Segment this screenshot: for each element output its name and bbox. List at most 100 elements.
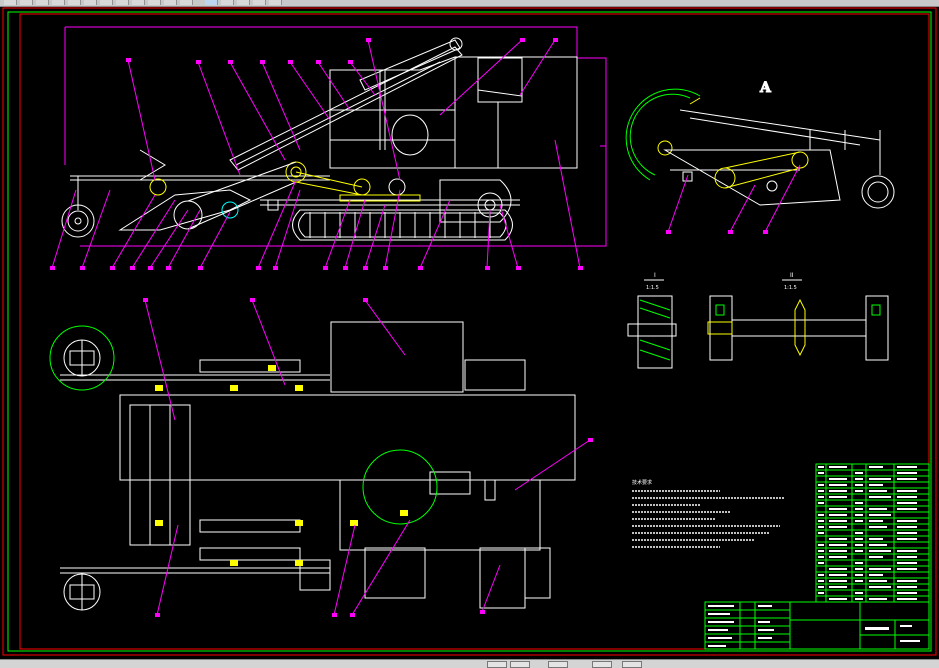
toolbar-button[interactable] [68,0,81,5]
parts-list-cell [818,496,824,498]
toolbar-button[interactable] [100,0,113,5]
parts-list-cell [818,586,824,588]
parts-list-cell [855,544,863,546]
plan-balloons [143,298,593,617]
parts-list-cell [897,568,917,570]
toolbar-button[interactable] [237,0,250,5]
parts-list-cell [855,502,863,504]
view-label-a: A [759,80,772,96]
parts-list-cell [897,598,917,600]
parts-list-cell [855,514,863,516]
section-i-label: I [654,272,656,279]
parts-list-cell [869,490,887,492]
balloon-markers [50,38,583,270]
detail-a-balloons [666,230,768,234]
parts-list-cell [829,556,847,558]
toolbar-button[interactable] [180,0,193,5]
parts-list-cell [855,592,863,594]
parts-list-cell [855,562,863,564]
parts-list-cell [869,538,883,540]
parts-list-cell [897,520,917,522]
sheet-border [2,7,937,656]
parts-list-cell [855,508,863,510]
parts-list-cell [869,586,891,588]
detail-view-a[interactable]: A [625,80,895,209]
parts-list-cell [869,496,891,498]
notes-heading: 技术要求 [632,479,652,486]
toolbar-button[interactable] [52,0,65,5]
parts-list-cell [818,502,824,504]
toolbar-button[interactable] [116,0,129,5]
parts-list-cell [829,496,847,498]
toolbar-button[interactable] [4,0,17,5]
parts-list-cell [818,472,824,474]
parts-list-cell [897,562,917,564]
parts-list-cell [855,598,863,600]
parts-list-cell [897,472,917,474]
parts-list-cell [818,556,824,558]
parts-list-cell [855,568,863,570]
technical-notes: 技术要求 [632,479,785,548]
parts-list-cell [897,538,917,540]
parts-list-cell [829,598,847,600]
toolbar-button[interactable] [253,0,266,5]
section-i-scale: 1:1.5 [646,285,659,291]
parts-list-cell [818,592,824,594]
toolbar-button[interactable] [20,0,33,5]
parts-list-cell [818,580,824,582]
title-block[interactable] [704,601,930,650]
toolbar-button[interactable] [205,0,218,5]
section-ii-scale: 1:1.5 [784,285,797,291]
parts-list-cell [818,520,824,522]
toolbar-button[interactable] [148,0,161,5]
toolbar-button[interactable] [132,0,145,5]
leader-lines [51,39,606,269]
parts-list-cell [897,556,917,558]
parts-list-cell [829,514,847,516]
parts-list-cell [829,580,847,582]
plan-leaders [144,299,591,616]
parts-list-table[interactable] [815,463,930,603]
section-ii-label: II [790,272,794,279]
parts-list-cell [869,574,883,576]
parts-list-cell [818,532,824,534]
parts-list-cell [897,592,917,594]
parts-list-cell [829,550,847,552]
parts-list-cell [869,466,883,468]
parts-list-cell [818,562,824,564]
parts-list-cell [818,514,824,516]
parts-list-cell [818,574,824,576]
parts-list-cell [855,472,863,474]
toolbar-button[interactable] [269,0,282,5]
parts-list-cell [897,466,917,468]
parts-list-cell [855,478,863,480]
toolbar-button[interactable] [36,0,49,5]
parts-list-cell [869,550,891,552]
toolbar-button[interactable] [164,0,177,5]
section-view-i[interactable]: I 1:1.5 [627,272,677,369]
parts-list-cell [855,550,863,552]
section-view-ii[interactable]: II 1:1.5 [707,272,889,361]
parts-list-cell [829,466,847,468]
parts-list-cell [869,514,891,516]
parts-list-cell [897,580,917,582]
parts-list-cell [829,586,847,588]
cad-drawing-canvas[interactable]: A I 1:1.5 [0,6,939,659]
parts-list-cell [829,508,847,510]
side-elevation-view[interactable] [61,26,607,247]
parts-list-cell [855,532,863,534]
plan-parts [155,365,408,566]
parts-list-cell [869,598,887,600]
plan-view[interactable] [60,321,576,611]
toolbar-button[interactable] [84,0,97,5]
parts-list-cell [869,508,887,510]
parts-list-cell [829,544,847,546]
parts-list-cell [855,538,863,540]
parts-list-cell [897,508,917,510]
detail-a-leaders [667,164,801,233]
toolbar-button[interactable] [221,0,234,5]
parts-list-cell [855,574,863,576]
parts-list-cell [818,544,824,546]
parts-list-cell [818,484,824,486]
parts-list-cell [897,550,917,552]
